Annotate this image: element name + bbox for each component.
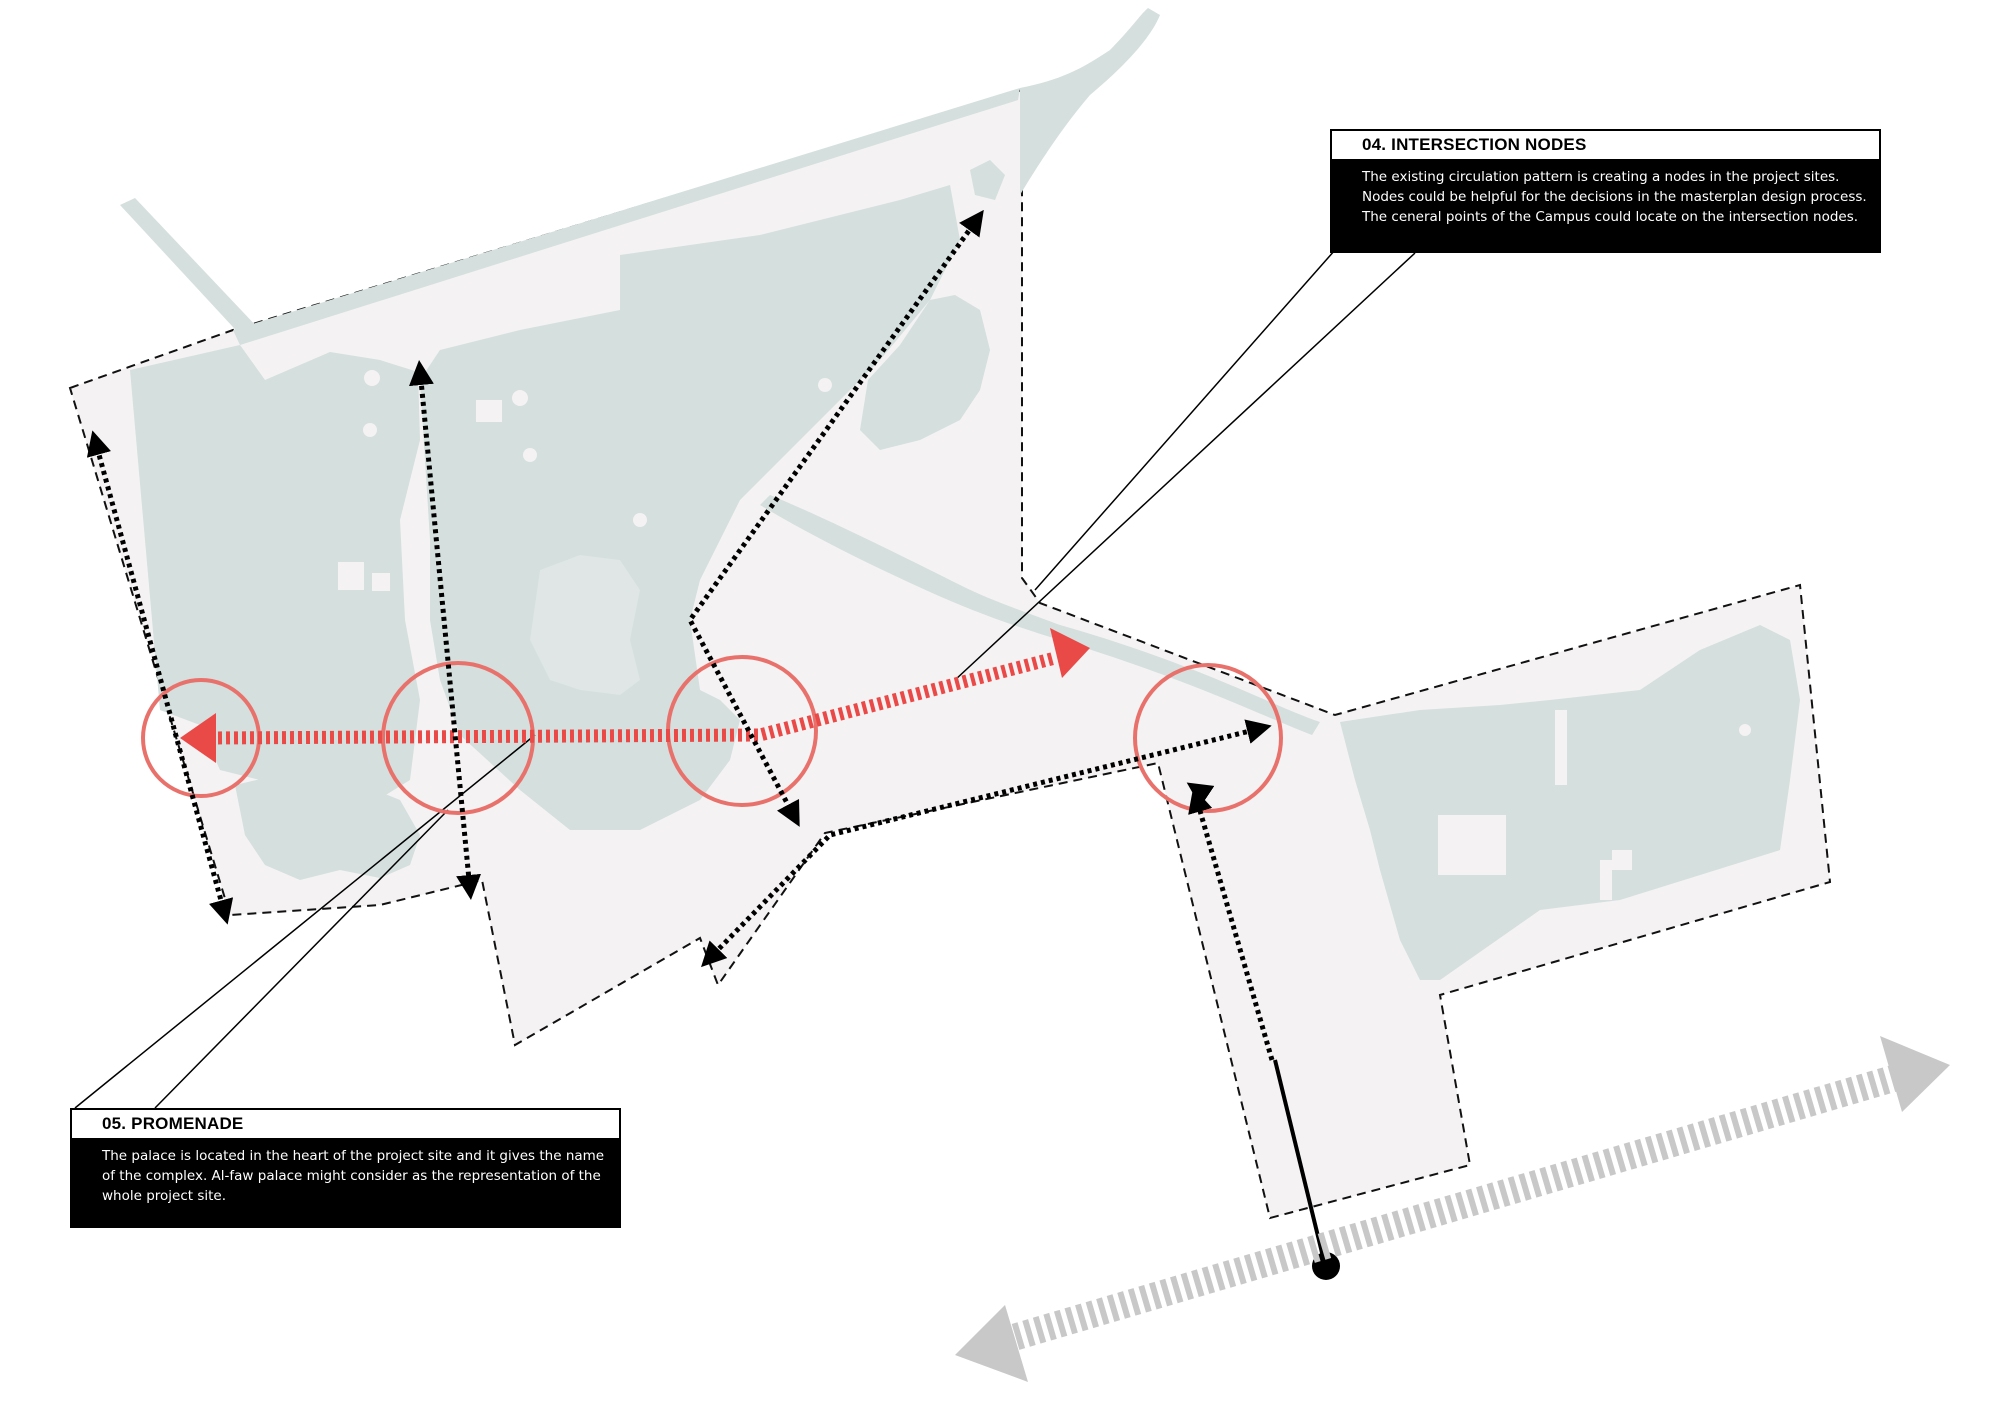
callout-title: 05. PROMENADE [72, 1110, 619, 1138]
leader-04-a [1034, 249, 1336, 591]
callout-intersection-nodes: 04. INTERSECTION NODES The existing circ… [1330, 129, 1881, 253]
canal-west [120, 198, 260, 340]
river-channel [233, 88, 1020, 345]
inlet-north [970, 160, 1005, 200]
buildings [338, 370, 1751, 900]
circulation-arrow-west [86, 430, 234, 925]
canal-east [760, 495, 1320, 735]
leader-05-b [154, 809, 449, 1109]
promenade-arrowhead-east [1050, 628, 1090, 678]
callout-body: The palace is located in the heart of th… [102, 1148, 605, 1204]
river-north [1020, 8, 1160, 195]
circulation-arrow-central-west [408, 360, 482, 900]
callout-promenade: 05. PROMENADE The palace is located in t… [70, 1108, 621, 1228]
circulation-arrow-south [701, 719, 1272, 968]
leader-04-b [954, 252, 1416, 681]
callout-body: The existing circulation pattern is crea… [1362, 169, 1867, 225]
entry-dotted-arrow [1188, 787, 1275, 1061]
east-block [1340, 625, 1800, 980]
road-arrowhead-west [955, 1305, 1028, 1382]
circulation-arrow-entry [1186, 782, 1215, 807]
road-arrowhead-east [1880, 1036, 1950, 1112]
main-road-arrow [955, 1036, 1950, 1382]
west-lake [235, 770, 420, 880]
callout-title: 04. INTERSECTION NODES [1332, 131, 1879, 159]
palace-island [530, 555, 640, 695]
